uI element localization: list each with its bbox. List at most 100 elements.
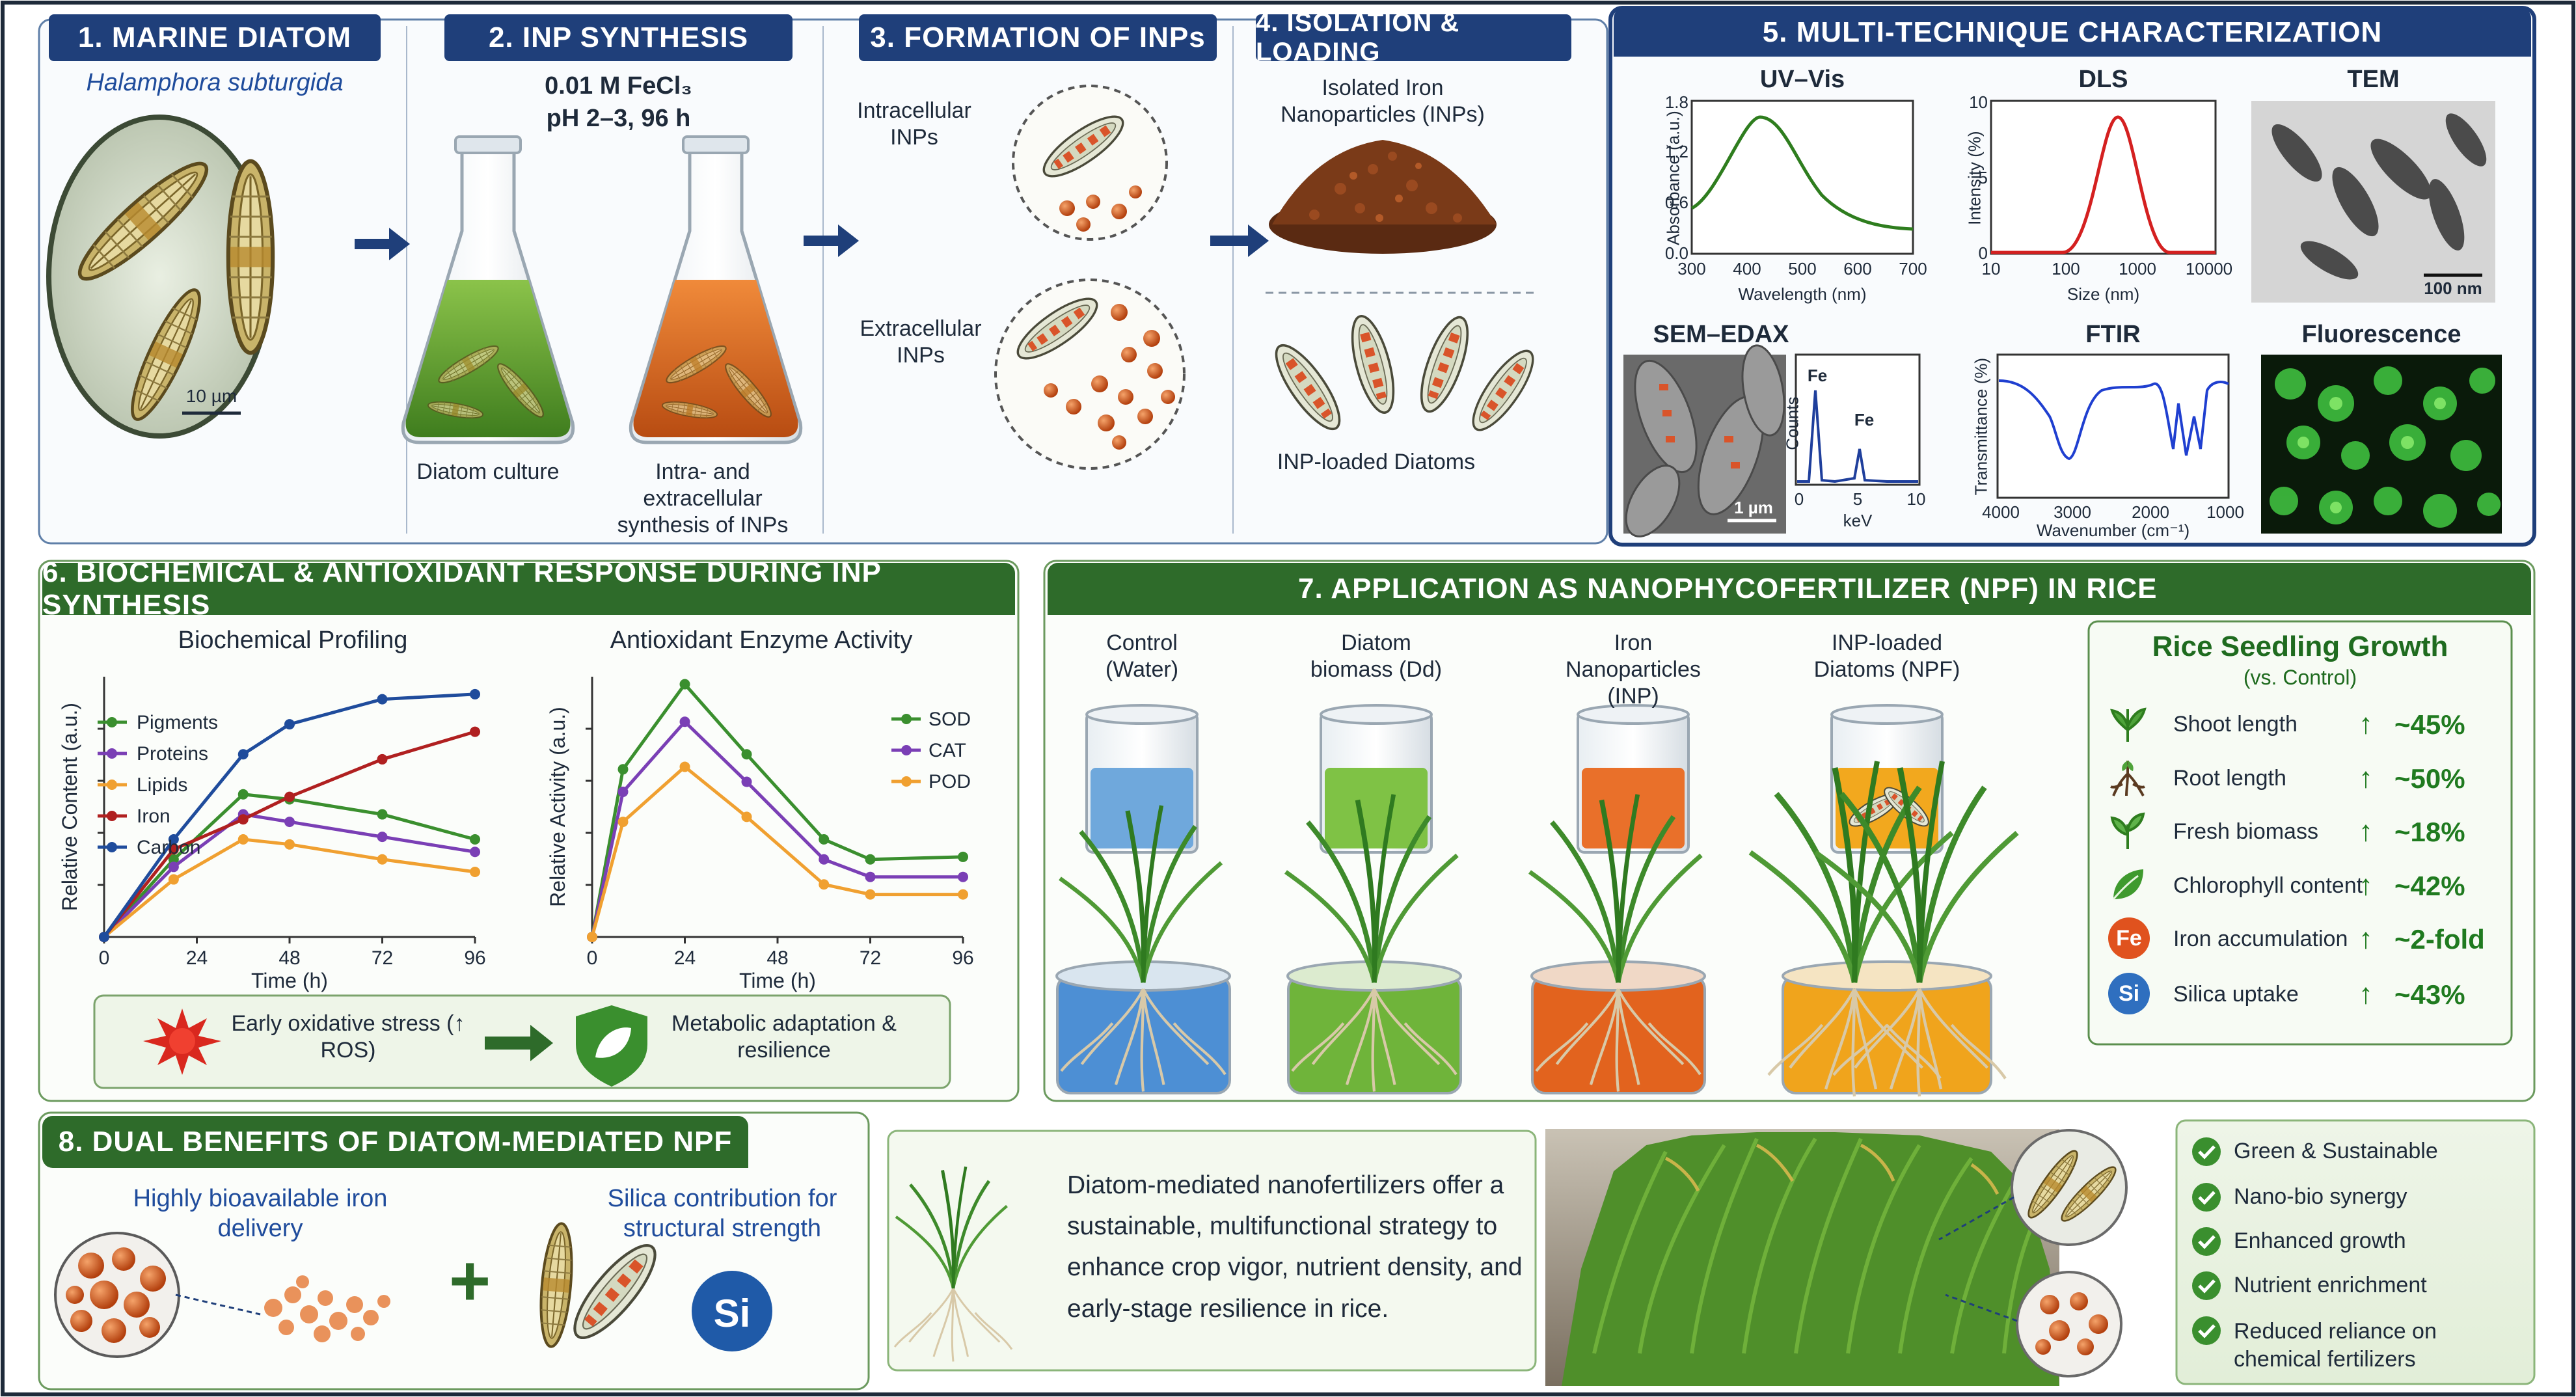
- uvvis-xtick: 500: [1788, 259, 1817, 278]
- data-point: [617, 786, 629, 797]
- series-line-pod: [590, 765, 963, 938]
- synthesis-concentration: 0.01 M FeCl₃: [545, 72, 692, 100]
- x-tick-label: 0: [587, 947, 598, 969]
- treatment-npf: INP-loaded Diatoms (NPF): [1813, 631, 1960, 682]
- legend-label: POD: [929, 771, 971, 793]
- benefit-label: Nano-bio synergy: [2234, 1184, 2407, 1209]
- panel7-title: 7. APPLICATION AS NANOPHYCOFERTILIZER (N…: [1048, 563, 2531, 615]
- uvvis-xlabel: Wavelength (nm): [1738, 284, 1867, 304]
- chart1-title: Biochemical Profiling: [178, 627, 408, 654]
- dls-xtick: 100: [2052, 259, 2080, 278]
- check-leaf-icon: [2192, 1183, 2221, 1212]
- edax-ylabel: Counts: [1782, 396, 1802, 450]
- uvvis-title: UV–Vis: [1759, 66, 1845, 93]
- legend-marker: [107, 811, 117, 821]
- panel6-title: 6. BIOCHEMICAL & ANTIOXIDANT RESPONSE DU…: [42, 556, 1015, 621]
- metabolic-adaptation-text: Metabolic adaptation & resilience: [671, 1011, 897, 1063]
- diatom-culture-label: Diatom culture: [416, 459, 560, 484]
- x-tick-label: 24: [186, 947, 208, 969]
- data-point: [377, 809, 388, 820]
- rice-pots: [1055, 761, 2017, 1096]
- fe-badge-icon: Fe: [2108, 917, 2150, 959]
- legend-marker: [901, 714, 912, 724]
- edax-xtick: 0: [1794, 489, 1804, 509]
- data-point: [958, 889, 968, 900]
- ftir-xtick: 3000: [2054, 502, 2091, 522]
- data-point: [865, 871, 876, 882]
- chart2-title: Antioxidant Enzyme Activity: [610, 627, 913, 654]
- iron-delivery-label: Highly bioavailable iron delivery: [133, 1185, 388, 1242]
- legend-marker: [107, 748, 117, 759]
- x-axis-label: Time (h): [739, 969, 816, 992]
- arrow-up-icon: ↑: [2359, 762, 2373, 794]
- data-point: [741, 776, 752, 787]
- panel1-title: 1. MARINE DIATOM: [49, 14, 381, 61]
- data-point: [617, 764, 629, 775]
- data-point: [377, 694, 388, 705]
- growth-value: ~43%: [2394, 979, 2465, 1010]
- legend-marker: [107, 842, 117, 852]
- data-point: [284, 839, 295, 850]
- treatment-control: Control (Water): [1105, 631, 1179, 682]
- growth-value: ~45%: [2394, 709, 2465, 740]
- x-tick-label: 72: [860, 947, 881, 969]
- dls-ytick: 0: [1978, 243, 1988, 263]
- data-point: [819, 854, 830, 865]
- si-badge-icon: Si: [2108, 973, 2150, 1014]
- data-point: [168, 861, 179, 873]
- uvvis-xtick: 300: [1677, 259, 1706, 278]
- uvvis-ytick: 1.8: [1664, 92, 1688, 112]
- panel2-title: 2. INP SYNTHESIS: [444, 14, 793, 61]
- y-axis-label: Relative Activity (a.u.): [546, 707, 569, 907]
- ftir-ylabel: Transmittance (%): [1971, 357, 1991, 496]
- si-element-icon: Si: [713, 1292, 751, 1335]
- x-tick-label: 24: [674, 947, 696, 969]
- edax-fe-peak-1: Fe: [1807, 366, 1828, 385]
- arrow-up-icon: ↑: [2359, 978, 2373, 1010]
- plus-sign: +: [449, 1241, 491, 1321]
- growth-value: ~18%: [2394, 817, 2465, 847]
- ftir-xtick: 1000: [2206, 502, 2244, 522]
- data-point: [679, 679, 690, 690]
- check-leaf-icon: [2192, 1137, 2221, 1166]
- data-point: [741, 749, 752, 760]
- legend-label: SOD: [929, 709, 971, 730]
- arrow-up-icon: ↑: [2359, 869, 2373, 901]
- silica-label: Silica contribution for structural stren…: [607, 1185, 837, 1242]
- growth-label: Iron accumulation: [2173, 927, 2348, 951]
- growth-label: Silica uptake: [2173, 982, 2299, 1007]
- leaf-icon: [2110, 707, 2147, 742]
- legend-marker: [107, 780, 117, 790]
- synthesis-conditions: pH 2–3, 96 h: [546, 105, 691, 132]
- intracellular-label: Intracellular INPs: [857, 98, 971, 150]
- dls-ytick: 5: [1978, 168, 1988, 187]
- series-line-lipids: [103, 837, 476, 938]
- x-axis-label: Time (h): [251, 969, 328, 992]
- series-line-carbon: [102, 692, 476, 938]
- benefit-label: Enhanced growth: [2234, 1228, 2406, 1253]
- treatment-diatom: Diatom biomass (Dd): [1310, 631, 1443, 682]
- shield-leaf-icon: [576, 1005, 647, 1087]
- growth-value: ~2-fold: [2394, 924, 2485, 955]
- legend-label: CAT: [929, 740, 966, 761]
- dls-xtick: 10: [1981, 259, 2001, 278]
- data-point: [617, 817, 629, 828]
- benefit-item: Nutrient enrichment: [2190, 1266, 2528, 1305]
- sprout-icon: [2110, 812, 2145, 849]
- tem-scale-label: 100 nm: [2424, 278, 2482, 298]
- tem-title: TEM: [2347, 66, 2400, 93]
- growth-row-shoot: Shoot length ↑ ~45%: [2108, 703, 2499, 748]
- x-tick-label: 72: [372, 947, 393, 969]
- data-point: [865, 889, 876, 900]
- check-leaf-icon: [2192, 1316, 2221, 1345]
- summary-text: Diatom-mediated nanofertilizers offer a …: [1067, 1171, 1523, 1323]
- flask-green-icon: [401, 135, 575, 444]
- oxidative-stress-text: Early oxidative stress (↑ ROS): [231, 1011, 465, 1063]
- x-tick-label: 0: [99, 947, 110, 969]
- scale-bar-label: 10 µm: [185, 386, 237, 406]
- uvvis-ytick: 1.2: [1664, 142, 1688, 161]
- data-point: [284, 719, 295, 730]
- chlorophyll-icon: [2112, 869, 2143, 900]
